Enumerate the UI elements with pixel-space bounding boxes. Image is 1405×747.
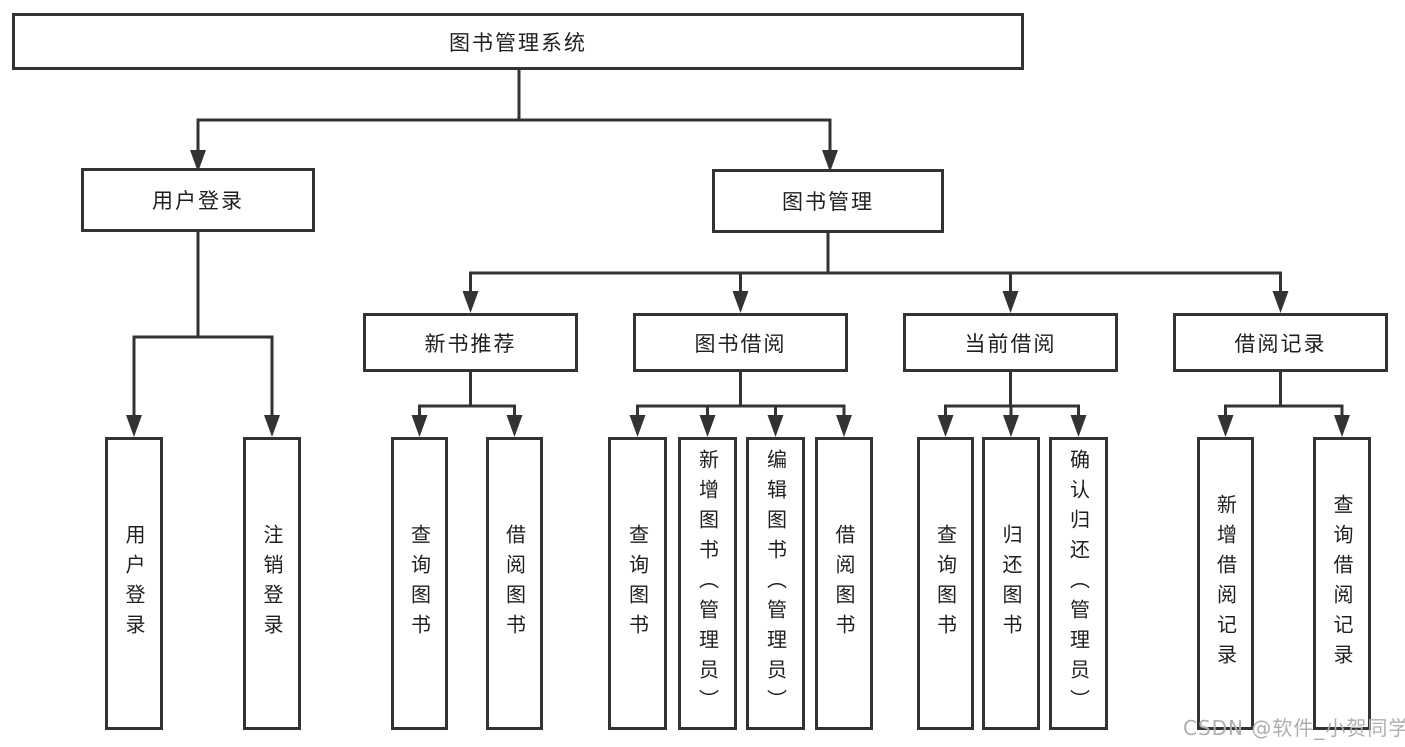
leaf-query-books-recommend: 查询图书 [391, 437, 448, 730]
leaf-logout: 注销登录 [243, 437, 301, 730]
leaf-user-login: 用户登录 [105, 437, 163, 730]
leaf-borrow-books: 借阅图书 [815, 437, 873, 730]
leaf-add-borrow-record: 新增借阅记录 [1197, 437, 1254, 730]
leaf-borrow-books-recommend: 借阅图书 [486, 437, 543, 730]
leaf-logout-label: 注销登录 [260, 523, 284, 644]
leaf-add-books-admin-label: 新增图书（管理员） [695, 448, 720, 719]
node-book-management: 图书管理 [712, 169, 944, 233]
leaf-query-books-current-label: 查询图书 [933, 523, 958, 644]
leaf-query-borrow-record-label: 查询借阅记录 [1330, 493, 1354, 674]
leaf-borrow-books-label: 借阅图书 [832, 523, 856, 644]
csdn-watermark: CSDN @软件_小贺同学 [1183, 716, 1405, 740]
node-root: 图书管理系统 [12, 13, 1024, 70]
node-borrow-records: 借阅记录 [1173, 313, 1388, 372]
leaf-confirm-return-admin: 确认归还（管理员） [1049, 437, 1108, 730]
leaf-return-books-label: 归还图书 [999, 523, 1023, 644]
leaf-add-borrow-record-label: 新增借阅记录 [1213, 493, 1238, 674]
node-new-book-recommend: 新书推荐 [363, 313, 578, 372]
leaf-add-books-admin: 新增图书（管理员） [678, 437, 737, 730]
leaf-query-books-borrow: 查询图书 [608, 437, 667, 730]
leaf-query-books-recommend-label: 查询图书 [407, 523, 432, 644]
leaf-edit-books-admin-label: 编辑图书（管理员） [763, 448, 788, 719]
leaf-borrow-books-recommend-label: 借阅图书 [502, 523, 527, 644]
leaf-query-books-current: 查询图书 [917, 437, 974, 730]
node-current-borrow: 当前借阅 [903, 313, 1118, 372]
leaf-confirm-return-admin-label: 确认归还（管理员） [1066, 448, 1091, 719]
leaf-user-login-label: 用户登录 [122, 523, 146, 644]
leaf-return-books: 归还图书 [982, 437, 1040, 730]
leaf-query-borrow-record: 查询借阅记录 [1313, 437, 1371, 730]
node-book-borrow: 图书借阅 [633, 313, 848, 372]
node-user-login: 用户登录 [81, 168, 315, 232]
leaf-query-books-borrow-label: 查询图书 [625, 523, 650, 644]
leaf-edit-books-admin: 编辑图书（管理员） [746, 437, 805, 730]
